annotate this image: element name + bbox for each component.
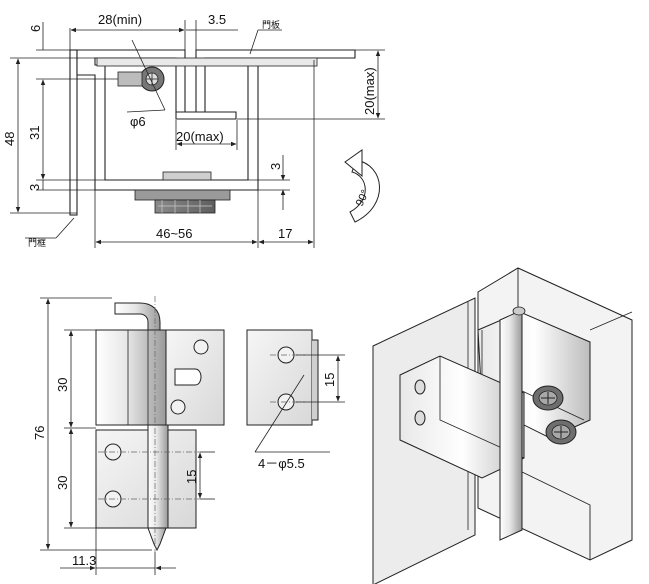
dim-diameter-6: φ6 [130,114,146,129]
dim-20max-right: 20(max) [362,67,377,115]
iso-screw-bottom [545,419,577,445]
iso-knuckle [499,309,523,541]
screw-heads [134,189,231,201]
label-frame: 門框 [28,237,46,249]
dim-48: 48 [2,132,17,146]
dim-3-right: 3 [268,163,283,170]
frame-plate [69,49,78,216]
dim-46-56: 46~56 [156,226,193,241]
pin-tip [147,527,167,552]
dim-28min: 28(min) [98,12,142,27]
dim-4-holes: 4－φ5.5 [258,456,305,471]
dim-6: 6 [28,25,43,32]
rotation-arrow [349,159,380,223]
dim-30-upper: 30 [55,378,70,392]
top-block [96,57,318,67]
upper-knuckle [95,329,167,426]
isometric-view [372,267,633,584]
hole-lower-left [170,399,186,415]
dim-3-5: 3.5 [208,12,226,27]
pin-top [114,302,161,331]
iso-screw-top [532,385,564,411]
front-view: 76 30 30 15 15 4－φ5.5 11.3 [32,296,345,575]
slot [174,368,202,386]
hole-slot-upper [193,339,209,355]
dim-15-right: 15 [322,373,337,387]
label-door-plate: 門板 [262,19,280,31]
dim-20max: 20(max) [176,129,224,144]
top-view: 28(min) 3.5 6 門板 20(max) φ6 20(max) 48 3… [2,12,385,249]
dim-17: 17 [278,226,292,241]
dim-31: 31 [27,126,42,140]
leaf-plate [175,111,237,120]
dim-3-left: 3 [27,184,42,191]
right-plate [246,329,313,426]
dim-76: 76 [32,426,47,440]
dim-11-3: 11.3 [72,553,96,568]
dim-15-left: 15 [184,470,199,484]
dim-30-lower: 30 [55,476,70,490]
u-bracket [76,49,259,191]
